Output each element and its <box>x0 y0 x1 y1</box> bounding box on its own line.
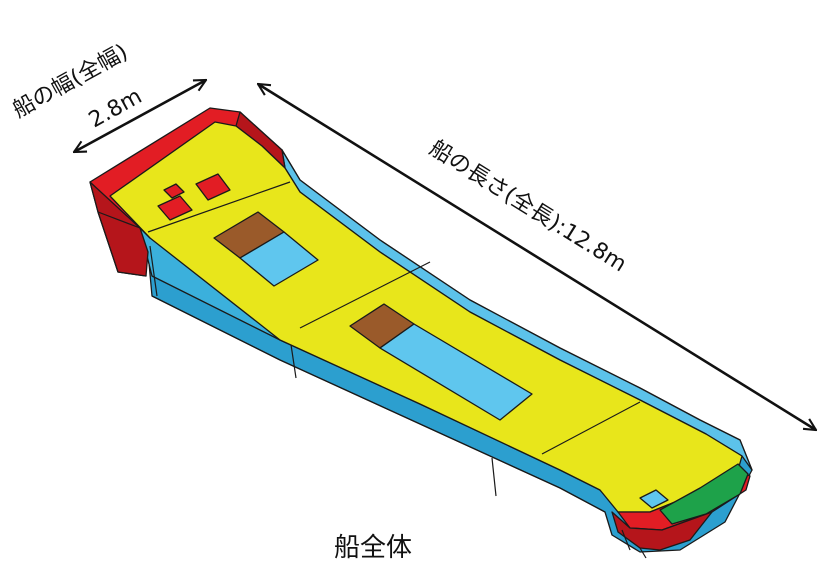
bow-green-deck <box>659 463 749 525</box>
width-value-label: 2.8m <box>85 84 146 133</box>
stern-hatch-left <box>157 195 193 221</box>
caption-label: 船全体 <box>334 533 412 563</box>
bow-seam <box>639 547 647 559</box>
width-dimension-arrow <box>74 78 206 154</box>
length-dimension-arrow <box>258 84 816 430</box>
hull-seam-3 <box>149 245 158 297</box>
bow-small-hatch <box>639 489 669 509</box>
stern-hatch-small-top <box>163 183 185 199</box>
bow <box>611 463 751 559</box>
hull-seam-2 <box>491 457 497 497</box>
bow-seam-2 <box>621 529 631 551</box>
stern-seam <box>97 211 141 229</box>
stern-hatches <box>157 173 231 221</box>
stern-hatch-right <box>195 173 231 201</box>
